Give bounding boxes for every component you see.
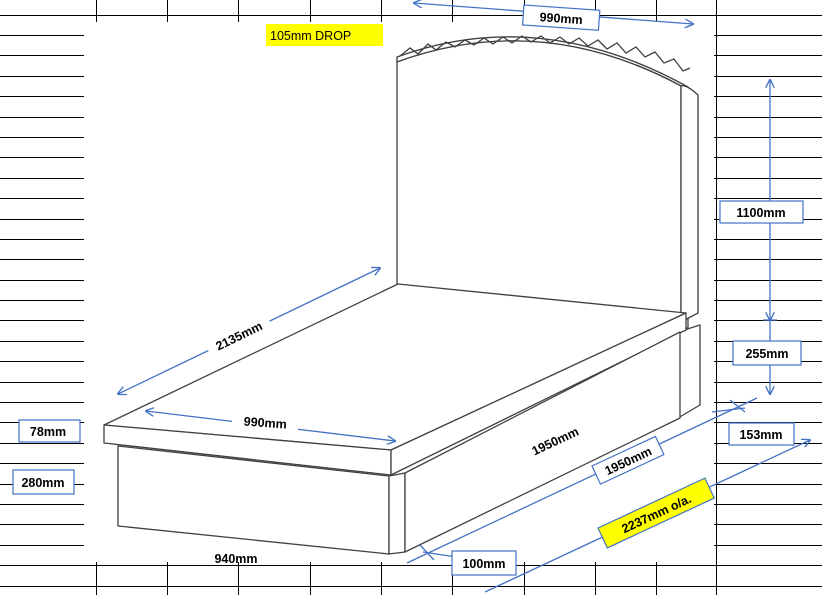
base-height-right-tag bbox=[732, 340, 802, 366]
headboard-width-tag: 990mm bbox=[521, 4, 601, 31]
dim-side-length bbox=[406, 397, 758, 564]
platform-side-edge bbox=[390, 312, 687, 476]
headboard bbox=[396, 35, 699, 329]
dim-side-tick-right bbox=[729, 399, 746, 413]
base-corner bbox=[388, 472, 406, 555]
drop-note-highlight bbox=[266, 24, 383, 46]
headboard-front bbox=[396, 40, 682, 323]
base-width-label: 940mm bbox=[214, 552, 257, 566]
base-side bbox=[404, 331, 681, 553]
platform-width-label: 990mm bbox=[243, 415, 287, 432]
base-height-left-tag bbox=[12, 469, 75, 495]
base-height-label: 280mm bbox=[21, 476, 64, 490]
headboard-side bbox=[680, 85, 699, 323]
mattress-thickness-label: 78mm bbox=[30, 425, 66, 439]
bed-base bbox=[117, 331, 681, 555]
leg-offset-label: 153mm bbox=[739, 428, 782, 442]
base-right-end bbox=[677, 324, 701, 419]
dim-end-gap bbox=[422, 551, 457, 558]
end-gap-tag bbox=[451, 550, 517, 576]
headboard-zigzag-trim bbox=[399, 35, 691, 72]
headboard-base-height-label: 255mm bbox=[745, 347, 788, 361]
headboard-height-label: 1100mm bbox=[736, 206, 785, 220]
leg-offset-tag bbox=[728, 422, 795, 446]
end-gap-label: 100mm bbox=[462, 557, 505, 571]
mattress-thickness-tag bbox=[18, 419, 81, 443]
drop-note: 105mm DROP bbox=[270, 29, 351, 43]
dim-leg-offset bbox=[711, 407, 746, 413]
headboard-height-tag bbox=[719, 200, 804, 224]
platform-width-bg bbox=[232, 413, 298, 431]
headboard-width-label: 990mm bbox=[539, 10, 583, 27]
